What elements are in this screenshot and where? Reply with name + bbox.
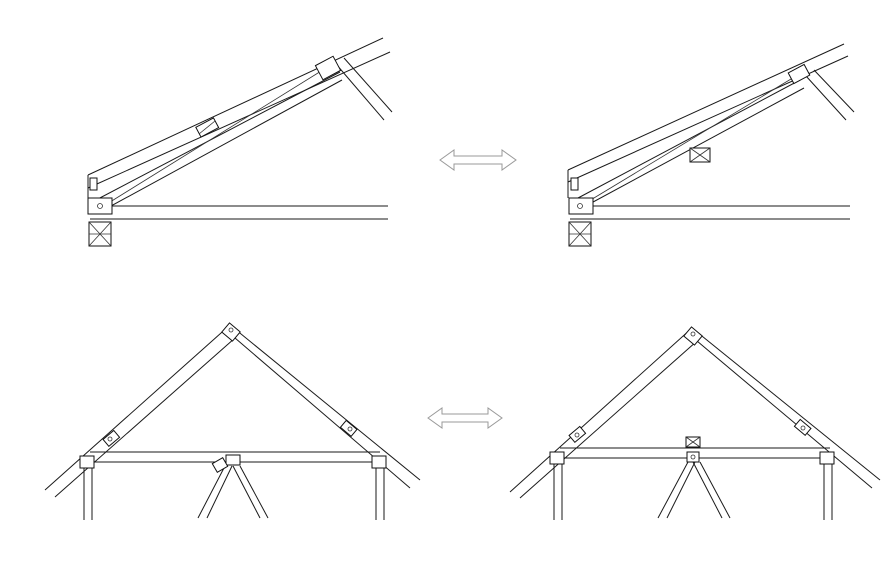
eave-after-panel: [567, 43, 855, 247]
left-rafter-outer: [44, 324, 231, 491]
connection-line: [101, 67, 327, 208]
center-joint-node: [686, 451, 700, 463]
small-support: [89, 177, 98, 191]
top-double-arrow: [439, 149, 517, 171]
right-rafter-connector: [339, 419, 358, 438]
web-member-2: [343, 57, 393, 113]
left-brace-1: [197, 465, 226, 519]
right-rafter-inner: [696, 340, 873, 489]
right-rafter-outer: [229, 324, 421, 481]
mid-connector-x-2: [689, 147, 711, 163]
left-rafter-connector: [568, 425, 587, 444]
double-arrow-icon: [439, 149, 517, 171]
right-brace-2: [699, 461, 731, 519]
right-joint-node: [819, 451, 835, 465]
right-rafter-pin: [347, 426, 353, 432]
bearing-pin: [577, 203, 583, 209]
left-brace-1: [657, 461, 689, 519]
center-joint-node: [225, 454, 241, 466]
left-rafter-inner: [54, 337, 236, 498]
rafter-bottom-edge-2: [99, 79, 343, 213]
mid-connector-x: [198, 120, 216, 135]
ridge-pin: [228, 327, 234, 333]
left-joint-node: [79, 455, 95, 469]
left-rafter-pin: [574, 432, 580, 438]
center-connector: [211, 456, 229, 474]
center-pin: [690, 454, 696, 460]
left-joint-node: [549, 451, 565, 465]
bearing-node: [87, 197, 113, 215]
web-member: [335, 63, 385, 121]
left-brace-2: [206, 465, 233, 519]
rafter-top-edge: [87, 37, 384, 176]
bearing-node: [568, 197, 594, 215]
eave-before-panel: [87, 37, 393, 247]
truss-before-panel: [44, 322, 421, 520]
node-box: [787, 63, 811, 85]
web-member-2: [813, 69, 855, 113]
center-connector-x-2: [685, 436, 701, 448]
rafter-bottom-edge: [95, 71, 341, 201]
web-member: [805, 75, 847, 121]
left-rafter-inner: [519, 340, 698, 499]
small-support: [570, 177, 579, 191]
right-rafter-pin: [800, 425, 806, 431]
right-brace-1: [232, 465, 261, 519]
bottom-double-arrow: [427, 407, 503, 429]
right-rafter-connector: [793, 418, 812, 437]
left-rafter-pin: [107, 436, 113, 442]
right-rafter-outer: [691, 327, 881, 481]
left-rafter-connector: [102, 429, 121, 448]
truss-after-panel: [509, 326, 881, 520]
double-arrow-icon: [427, 407, 503, 429]
ridge-pin: [690, 331, 696, 337]
left-rafter-outer: [509, 327, 693, 493]
bearing-pin: [97, 203, 103, 209]
right-brace-2: [239, 465, 269, 519]
left-brace-2: [666, 461, 696, 519]
right-joint-node: [371, 455, 387, 469]
node-box: [314, 55, 342, 81]
rafter-top-edge-2: [87, 51, 391, 189]
connection-line: [583, 75, 797, 205]
right-brace-1: [692, 461, 723, 519]
rafter-top-edge: [567, 43, 845, 171]
rafter-bottom-edge: [577, 79, 801, 199]
